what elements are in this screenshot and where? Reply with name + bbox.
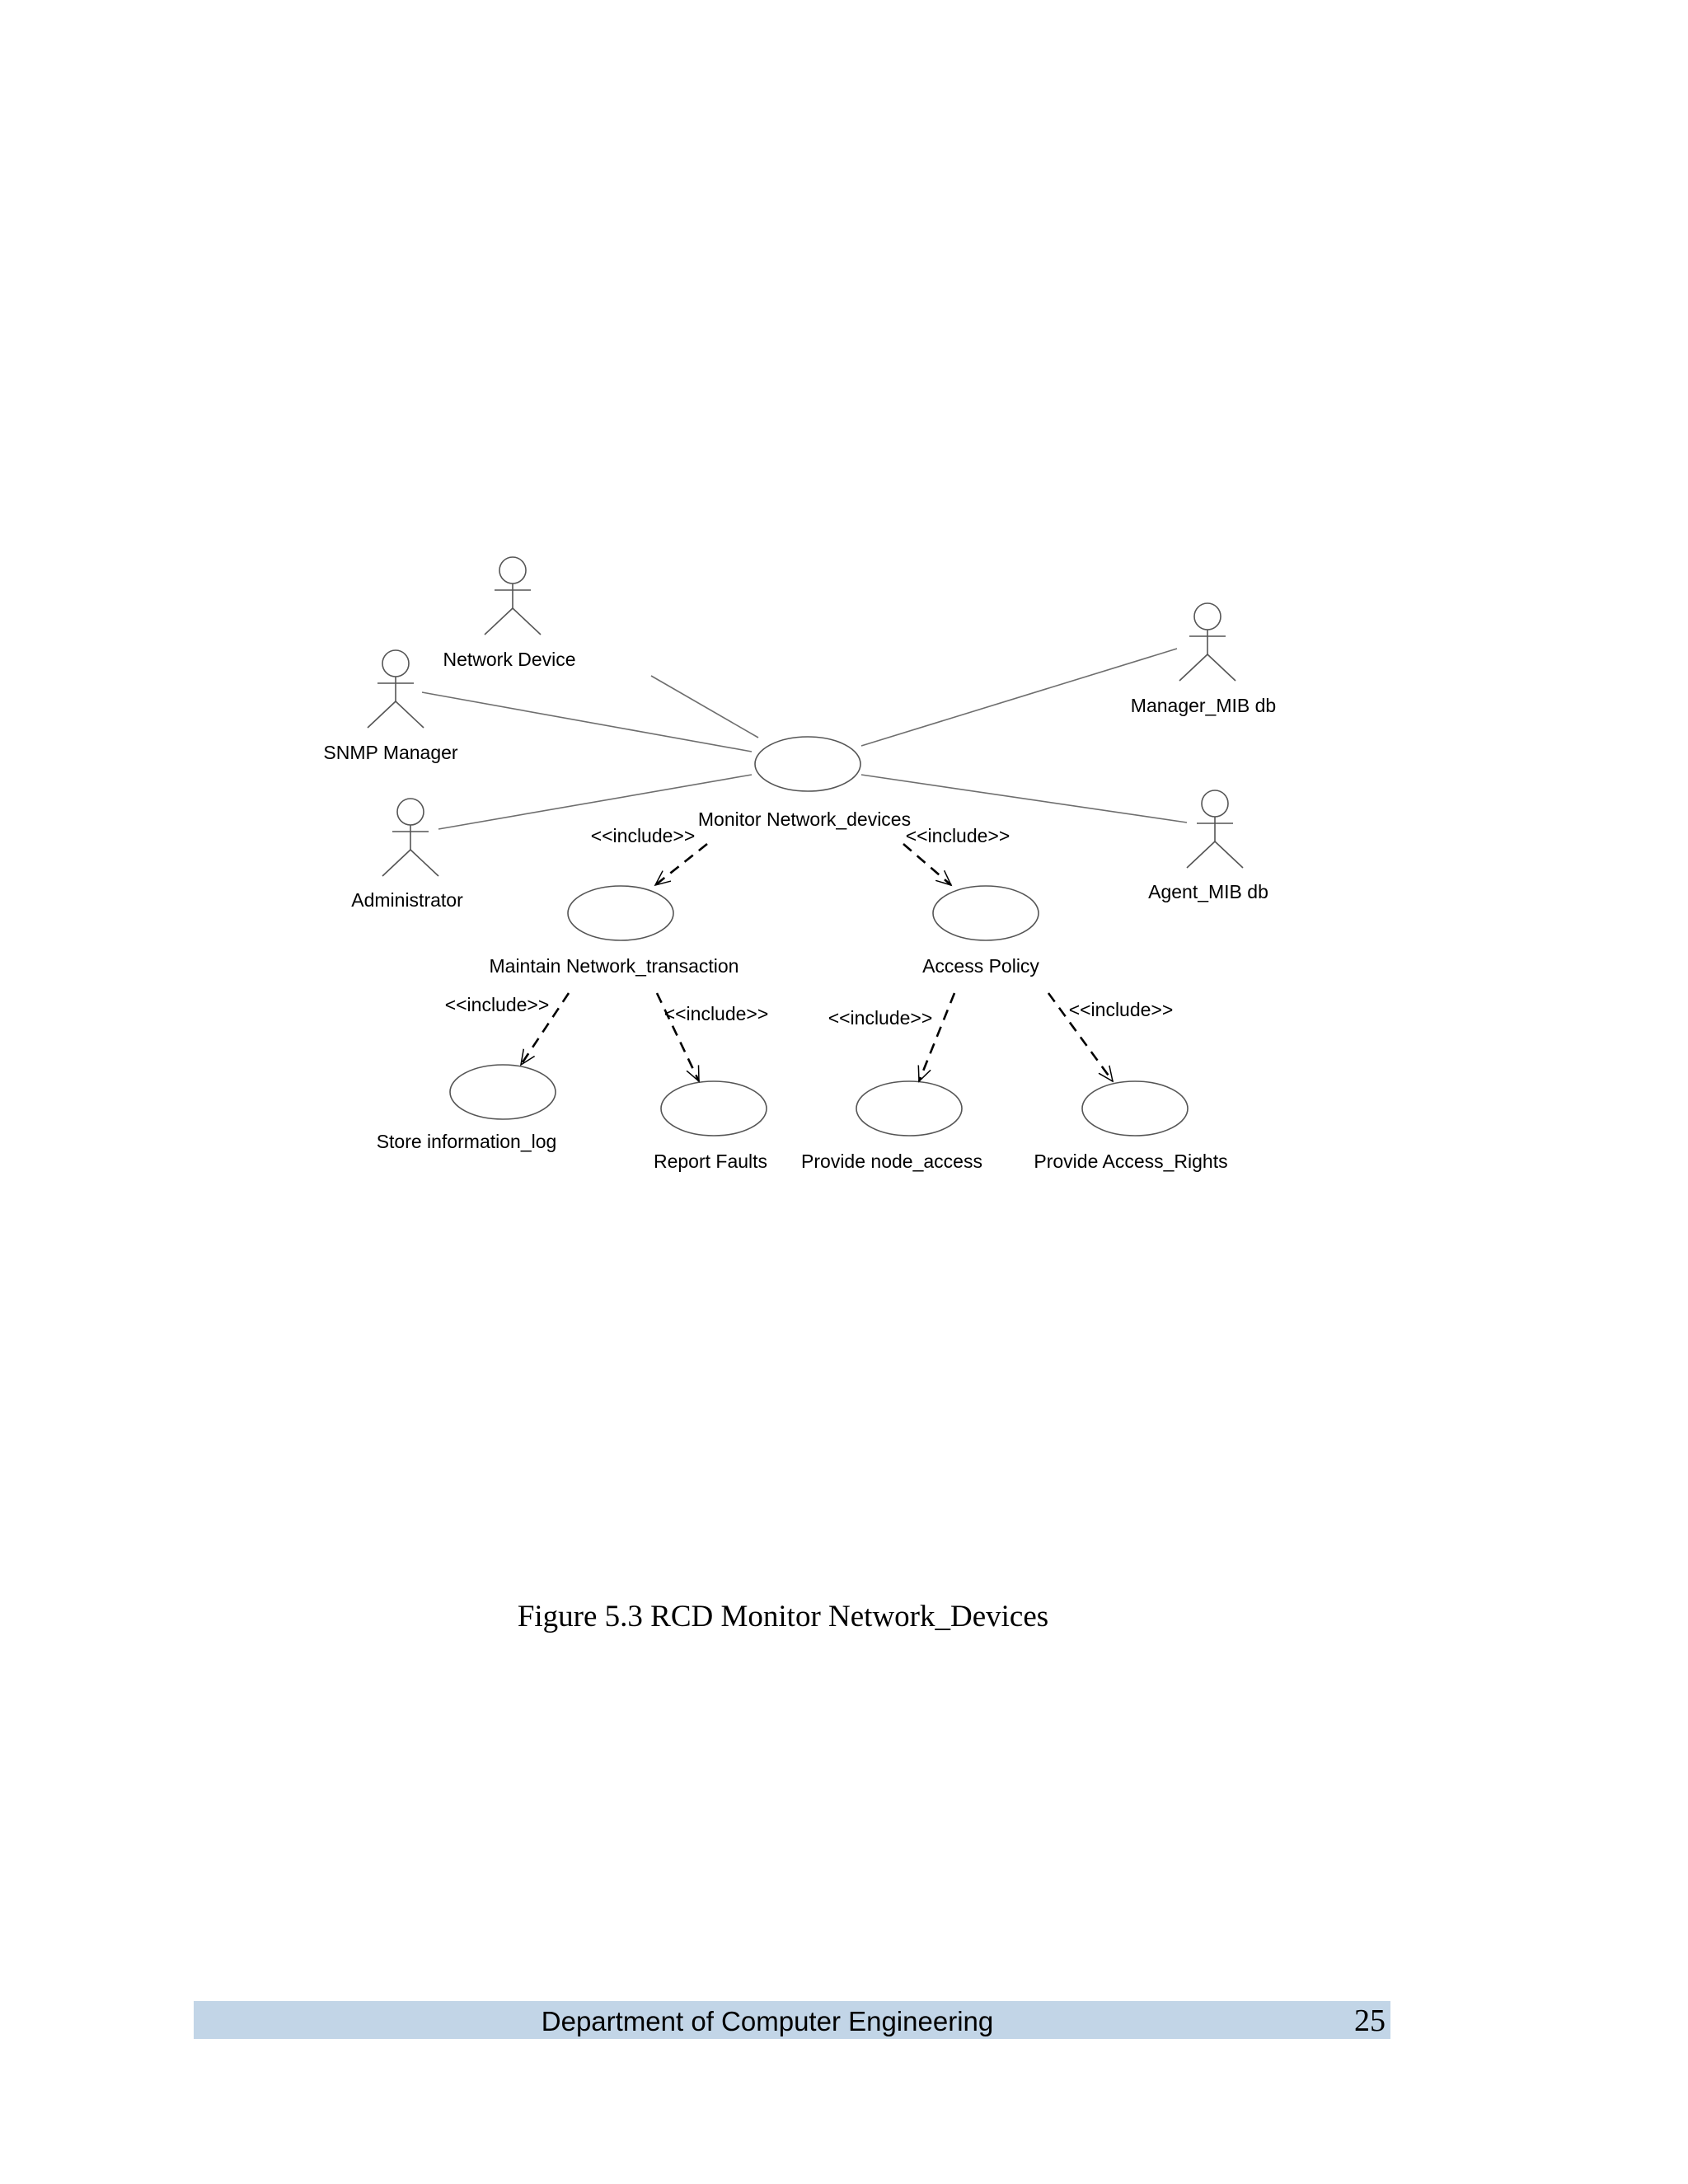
use-case-report-faults <box>660 1080 767 1137</box>
include-arrow-store-log <box>519 992 570 1065</box>
association-agent-mib-db <box>860 774 1188 823</box>
association-manager-mib-db <box>860 648 1178 747</box>
use-case-label-maintain: Maintain Network_transaction <box>490 955 739 977</box>
include-label-report-faults: <<include>> <box>664 1003 769 1024</box>
use-case-maintain <box>567 885 674 941</box>
use-case-node-access <box>856 1080 963 1137</box>
page-number: 25 <box>1354 2004 1386 2038</box>
include-label-access-rights: <<include>> <box>1069 999 1174 1020</box>
actor-snmp-manager <box>367 649 424 729</box>
use-case-label-access-rights: Provide Access_Rights <box>1034 1151 1227 1172</box>
actor-label-agent-mib-db: Agent_MIB db <box>1148 881 1268 902</box>
actor-agent-mib-db <box>1186 790 1244 869</box>
use-case-label-node-access: Provide node_access <box>801 1151 982 1172</box>
association-administrator <box>438 774 753 830</box>
include-arrow-maintain <box>655 842 708 885</box>
association-snmp-manager <box>421 691 753 752</box>
actor-label-network-device: Network Device <box>443 649 575 670</box>
page-footer: Department of Computer Engineering 25 <box>194 2001 1390 2039</box>
actor-administrator <box>382 798 439 877</box>
use-case-label-report-faults: Report Faults <box>654 1151 767 1172</box>
include-arrow-report-faults <box>655 992 701 1081</box>
use-case-label-store-log: Store information_log <box>377 1131 557 1152</box>
actor-network-device <box>484 556 542 635</box>
association-network-device <box>650 675 759 738</box>
use-case-label-monitor: Monitor Network_devices <box>698 808 911 830</box>
include-label-maintain: <<include>> <box>591 825 696 846</box>
footer-department: Department of Computer Engineering <box>541 2006 994 2036</box>
include-label-access-policy: <<include>> <box>906 825 1010 846</box>
actor-label-snmp-manager: SNMP Manager <box>323 742 458 763</box>
associations <box>421 648 1188 830</box>
use-case-access-policy <box>932 885 1039 941</box>
use-case-access-rights <box>1081 1080 1189 1137</box>
include-label-node-access: <<include>> <box>828 1007 933 1029</box>
use-case-monitor <box>754 736 861 792</box>
actor-label-manager-mib-db: Manager_MIB db <box>1131 695 1276 716</box>
include-arrow-node-access <box>919 992 956 1081</box>
include-label-store-log: <<include>> <box>445 994 550 1015</box>
actor-label-administrator: Administrator <box>351 889 463 911</box>
figure-caption: Figure 5.3 RCD Monitor Network_Devices <box>517 1600 1049 1633</box>
include-arrow-access-rights <box>1047 992 1113 1081</box>
include-arrow-access-policy <box>903 843 951 885</box>
use-case-store-log <box>449 1064 556 1120</box>
use-case-label-access-policy: Access Policy <box>922 955 1039 977</box>
actor-manager-mib-db <box>1179 602 1236 682</box>
